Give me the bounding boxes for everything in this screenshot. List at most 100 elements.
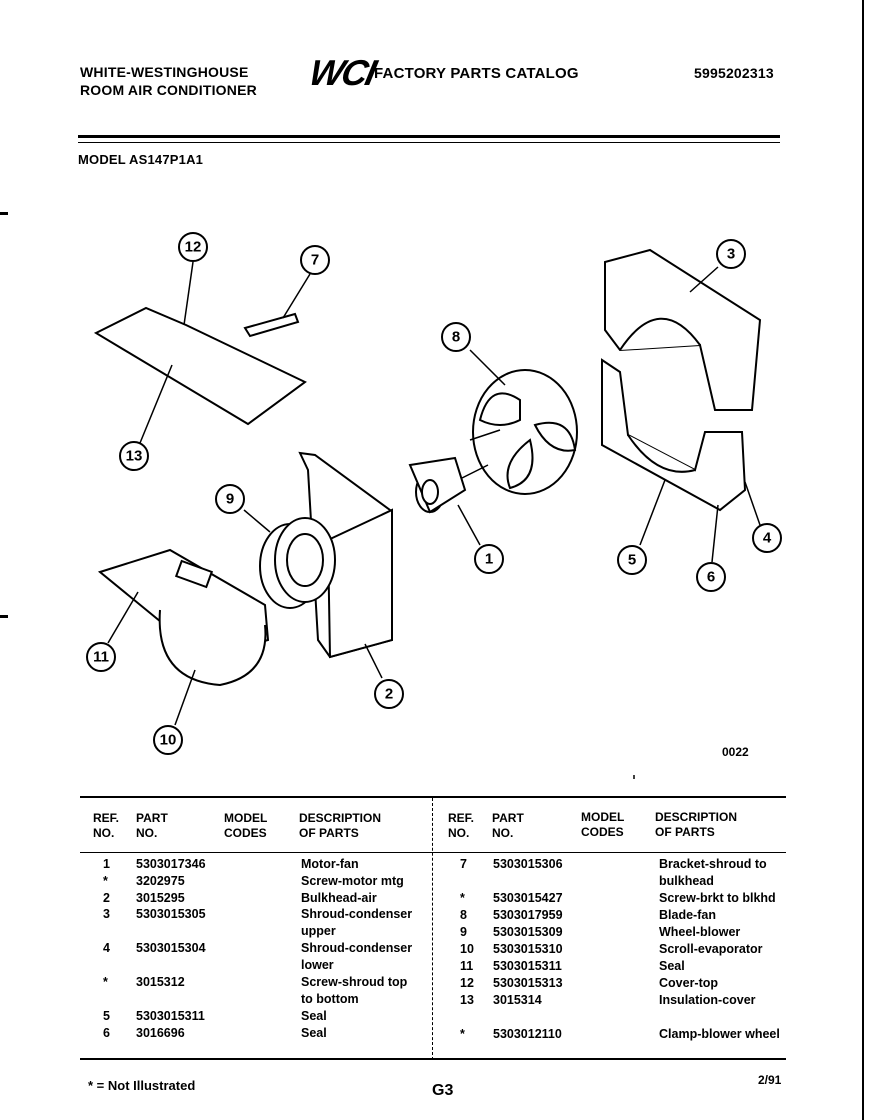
callout-12: 12 [178, 232, 208, 262]
table-cell-description: Wheel-blower [659, 925, 741, 939]
svg-text:5: 5 [628, 552, 636, 569]
table-cell-part-no: 5303015305 [136, 907, 206, 921]
table-bottom-rule [80, 1058, 786, 1060]
table-cell-part-no: 5303017959 [493, 908, 563, 922]
callout-13: 13 [119, 441, 149, 471]
table-cell-ref-no: 4 [103, 941, 110, 955]
table-cell-ref-no: 6 [103, 1026, 110, 1040]
header-model-right: MODEL CODES [581, 810, 625, 839]
brand-line-1: WHITE-WESTINGHOUSE [80, 64, 249, 80]
top-cover-part [93, 306, 307, 426]
table-cell-part-no: 3016696 [136, 1026, 185, 1040]
callout-10: 10 [153, 725, 183, 755]
table-cell-ref-no: 3 [103, 907, 110, 921]
not-illustrated-note: * = Not Illustrated [88, 1078, 196, 1093]
table-cell-ref-no: 13 [460, 993, 474, 1007]
table-cell-part-no: 5303015313 [493, 976, 563, 990]
table-cell-description: Seal [301, 1026, 327, 1040]
callout-4: 4 [752, 523, 782, 553]
table-cell-part-no: 3015312 [136, 975, 185, 989]
svg-text:10: 10 [160, 732, 177, 749]
table-cell-description: Shroud-condenser [301, 907, 413, 921]
svg-text:4: 4 [763, 530, 772, 547]
table-cell-ref-no: 12 [460, 976, 474, 990]
bulkhead-part [298, 451, 394, 659]
table-cell-description: Clamp-blower wheel [659, 1027, 780, 1041]
edge-mark [0, 212, 8, 215]
page-border-right [862, 0, 864, 1120]
table-cell-ref-no: * [103, 874, 108, 888]
svg-text:7: 7 [311, 252, 319, 269]
table-cell-part-no: 3015295 [136, 891, 185, 905]
svg-text:3: 3 [727, 246, 735, 263]
table-cell-part-no: 5303017346 [136, 857, 206, 871]
table-divider [432, 798, 434, 1060]
table-cell-part-no: 5303015427 [493, 891, 563, 905]
blower-wheel-part [259, 517, 336, 609]
table-cell-part-no: 5303015309 [493, 925, 563, 939]
header-part-left: PART NO. [136, 811, 168, 840]
header-rule-thick [78, 135, 780, 138]
table-cell-part-no: 5303015306 [493, 857, 563, 871]
upper-shroud-part [604, 248, 762, 411]
table-cell-ref-no: * [460, 1027, 465, 1041]
table-cell-description: Motor-fan [301, 857, 359, 871]
table-cell-ref-no: * [460, 891, 465, 905]
table-cell-ref-no: 10 [460, 942, 474, 956]
table-cell-description: upper [301, 924, 336, 938]
fan-blade-part [469, 369, 578, 495]
table-cell-description: Screw-motor mtg [301, 874, 404, 888]
table-cell-ref-no: 9 [460, 925, 467, 939]
table-cell-ref-no: 2 [103, 891, 110, 905]
table-cell-description: Bracket-shroud to [659, 857, 767, 871]
svg-text:2: 2 [385, 686, 393, 703]
table-cell-part-no: 5303015310 [493, 942, 563, 956]
revision-date: 2/91 [758, 1073, 782, 1087]
table-cell-part-no: 3202975 [136, 874, 185, 888]
diagram-code: 0022 [722, 745, 749, 759]
table-cell-description: bulkhead [659, 874, 714, 888]
callout-6: 6 [696, 562, 726, 592]
svg-text:12: 12 [185, 239, 202, 256]
catalog-title: FACTORY PARTS CATALOG [374, 65, 579, 82]
table-cell-part-no: 3015314 [493, 993, 542, 1007]
scroll-part [97, 548, 270, 687]
table-cell-description: Screw-shroud top [301, 975, 408, 989]
table-header-rule [80, 852, 786, 853]
table-cell-description: Seal [301, 1009, 327, 1023]
table-cell-description: Screw-brkt to blkhd [659, 891, 776, 905]
header-desc-right: DESCRIPTION OF PARTS [655, 810, 738, 839]
callout-3: 3 [716, 239, 746, 269]
table-cell-description: Scroll-evaporator [659, 942, 763, 956]
callout-8: 8 [441, 322, 471, 352]
callout-1: 1 [474, 544, 504, 574]
header-desc-left: DESCRIPTION OF PARTS [299, 811, 382, 840]
bracket-part [243, 312, 300, 338]
callout-11: 11 [86, 642, 116, 672]
table-cell-ref-no: * [103, 975, 108, 989]
table-cell-description: lower [301, 958, 334, 972]
table-cell-ref-no: 7 [460, 857, 467, 871]
svg-text:13: 13 [126, 448, 143, 465]
svg-text:11: 11 [93, 649, 109, 666]
callout-2: 2 [374, 679, 404, 709]
table-cell-description: Cover-top [659, 976, 719, 990]
svg-text:8: 8 [452, 329, 460, 346]
table-cell-part-no: 5303015304 [136, 941, 206, 955]
table-cell-description: Shroud-condenser [301, 941, 413, 955]
table-cell-description: to bottom [301, 992, 359, 1006]
table-cell-part-no: 5303015311 [136, 1009, 205, 1023]
table-cell-ref-no: 11 [460, 959, 474, 973]
table-cell-description: Bulkhead-air [301, 891, 377, 905]
brand-line-2: ROOM AIR CONDITIONER [80, 82, 257, 98]
page-number: G3 [432, 1082, 454, 1099]
header-part-right: PART NO. [492, 811, 524, 840]
table-cell-part-no: 5303012110 [493, 1027, 562, 1041]
table-top-rule [80, 796, 786, 798]
lower-shroud-part [601, 358, 747, 512]
motor-part [408, 456, 489, 514]
svg-text:1: 1 [485, 551, 493, 568]
table-cell-description: Insulation-cover [659, 993, 756, 1007]
table-cell-ref-no: 8 [460, 908, 467, 922]
callout-5: 5 [617, 545, 647, 575]
